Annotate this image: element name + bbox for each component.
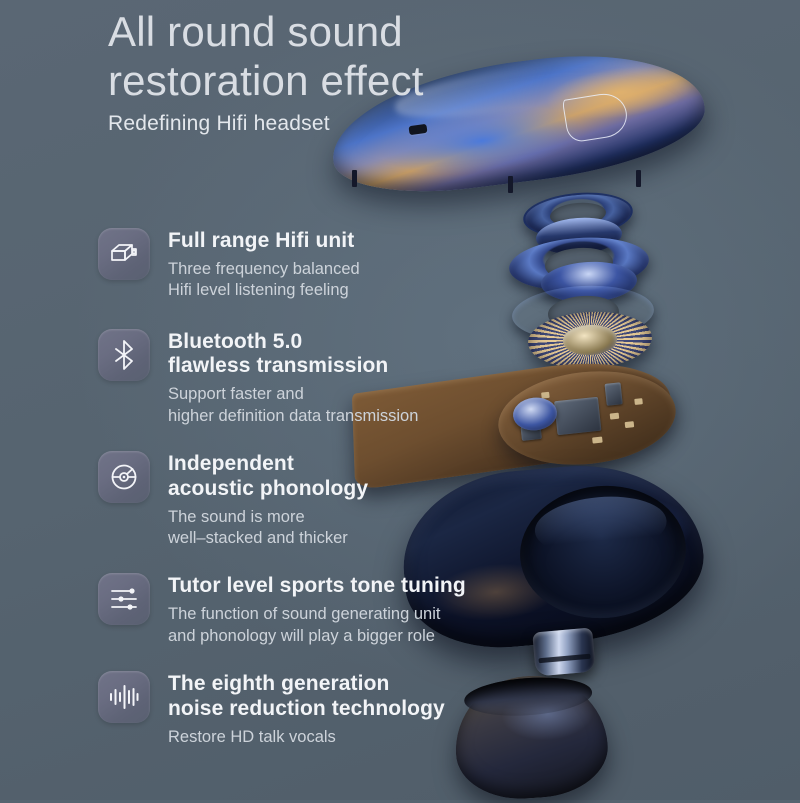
feature-list: Full range Hifi unit Three frequency bal… [98, 228, 528, 748]
pcb-chip [604, 382, 623, 406]
disc-icon-tile [98, 451, 150, 504]
page-title: All round sound restoration effect [108, 8, 668, 105]
driver-ring [507, 233, 651, 295]
feature-title-line-2: flawless transmission [168, 354, 389, 378]
equalizer-sliders-icon [108, 585, 140, 613]
feature-description: The function of sound generating unit an… [168, 604, 466, 647]
speaker-driver-box-icon [108, 239, 140, 269]
equalizer-sliders-icon-tile [98, 573, 150, 626]
feature-desc-line-1: The function of sound generating unit [168, 605, 441, 624]
feature-description: Restore HD talk vocals [168, 727, 445, 748]
feature-item-acoustic-phonology: Independent acoustic phonology The sound… [98, 451, 528, 549]
feature-description: The sound is more well–stacked and thick… [168, 507, 368, 550]
feature-item-full-range-hifi-unit: Full range Hifi unit Three frequency bal… [98, 228, 528, 302]
feature-title-line-2: acoustic phonology [168, 476, 369, 500]
pcb-component [634, 398, 643, 405]
sound-wave-icon-tile [98, 671, 150, 724]
feature-desc-line-2: and phonology will play a bigger role [168, 626, 435, 645]
pcb-component [541, 391, 550, 399]
bluetooth-icon-tile [98, 328, 150, 381]
metal-nozzle [532, 627, 596, 677]
feature-title: Bluetooth 5.0 flawless transmission [168, 330, 418, 380]
feature-desc-line-2: well–stacked and thicker [168, 529, 348, 548]
pcb-component [609, 412, 620, 420]
feature-title-line-1: Bluetooth 5.0 [168, 329, 303, 353]
headline-line-2: restoration effect [108, 56, 424, 104]
feature-text: Full range Hifi unit Three frequency bal… [168, 228, 360, 302]
feature-desc-line-2: higher definition data transmission [168, 406, 419, 425]
feature-title-line-1: The eighth generation [168, 672, 390, 696]
pcb-component [592, 436, 603, 444]
feature-description: Three frequency balanced Hifi level list… [168, 259, 360, 302]
driver-ring [511, 282, 656, 343]
housing-cavity [514, 479, 692, 625]
page-subtitle: Redefining Hifi headset [108, 112, 330, 135]
feature-desc-line-2: Hifi level listening feeling [168, 281, 349, 300]
pcb-component [624, 421, 635, 429]
pcb-chip [554, 396, 602, 436]
feature-text: The eighth generation noise reduction te… [168, 671, 445, 748]
feature-title: Tutor level sports tone tuning [168, 574, 466, 598]
feature-desc-line-1: Restore HD talk vocals [168, 727, 336, 746]
headline-line-1: All round sound [108, 8, 403, 55]
feature-title: Independent acoustic phonology [168, 452, 368, 502]
sound-wave-icon [108, 684, 140, 710]
feature-item-noise-reduction: The eighth generation noise reduction te… [98, 671, 528, 748]
feature-title: The eighth generation noise reduction te… [168, 672, 445, 722]
shell-button [408, 123, 428, 136]
shell-peg [352, 170, 357, 187]
feature-description: Support faster and higher definition dat… [168, 384, 418, 427]
feature-item-bluetooth: Bluetooth 5.0 flawless transmission Supp… [98, 328, 528, 427]
feature-title-line-1: Independent [168, 452, 294, 476]
driver-ring [534, 215, 624, 257]
driver-ring [540, 259, 638, 305]
driver-ring [521, 188, 635, 242]
bluetooth-icon [111, 339, 137, 371]
speaker-driver-box-icon-tile [98, 228, 150, 280]
feature-item-tone-tuning: Tutor level sports tone tuning The funct… [98, 573, 528, 647]
feature-text: Tutor level sports tone tuning The funct… [168, 573, 466, 647]
feature-desc-line-1: The sound is more [168, 507, 305, 526]
feature-desc-line-1: Support faster and [168, 385, 304, 404]
feature-title: Full range Hifi unit [168, 229, 355, 252]
feature-text: Bluetooth 5.0 flawless transmission Supp… [168, 329, 418, 427]
shell-peg [636, 170, 641, 187]
feature-text: Independent acoustic phonology The sound… [168, 451, 368, 549]
feature-desc-line-1: Three frequency balanced [168, 259, 360, 278]
feature-title-line-2: noise reduction technology [168, 696, 445, 720]
disc-icon [108, 461, 140, 493]
shell-peg [508, 176, 513, 193]
voice-coil-driver [526, 308, 654, 372]
